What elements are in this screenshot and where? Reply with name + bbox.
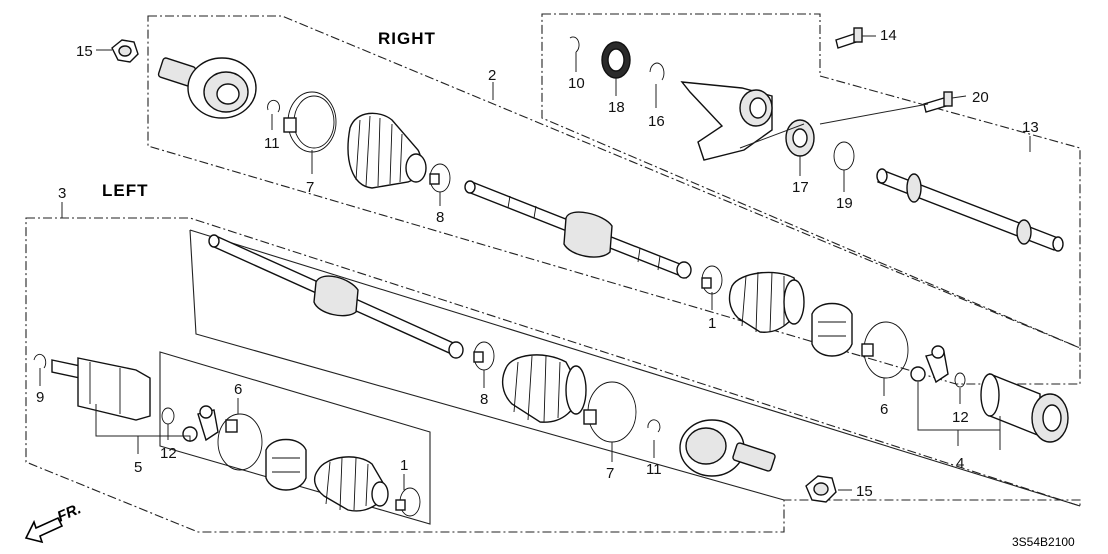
- callout-1-right: 1: [708, 315, 716, 332]
- bearing-17: [785, 119, 815, 157]
- group-outlines: [25, 13, 1081, 533]
- left-outer-cv-joint: [679, 419, 776, 477]
- callout-14: 14: [880, 27, 897, 44]
- intermediate-shaft-outline: [541, 13, 1081, 349]
- snap-ring-16: [649, 62, 665, 81]
- boot-band-small-right: [429, 163, 451, 193]
- callout-7-right: 7: [306, 179, 314, 196]
- axle-nut-bottom: [805, 475, 837, 503]
- callout-17: 17: [792, 179, 809, 196]
- heading-left: LEFT: [102, 181, 149, 200]
- callout-8-left: 8: [480, 391, 488, 408]
- boot-band-small-left: [473, 341, 495, 371]
- right-halfshaft: [464, 180, 692, 279]
- circlip-11-left: [647, 419, 661, 433]
- heading-right: RIGHT: [378, 29, 436, 48]
- boot-band-large-left: [583, 381, 637, 443]
- dynamic-damper-left: [265, 438, 307, 491]
- boot-band-large-inner-right: [861, 321, 909, 379]
- boot-band-small-inner-right: [701, 265, 723, 295]
- circlip-12-left: [161, 407, 175, 425]
- circlip-19: [833, 141, 855, 171]
- leader-lines: [39, 35, 1031, 491]
- callout-labels: 15 11 7 8 2 1 6 12 4 13 10 18 16 14 20 1…: [36, 27, 1039, 500]
- callout-13: 13: [1022, 119, 1039, 136]
- callout-7-left: 7: [606, 465, 614, 482]
- circlip-9: [33, 353, 47, 369]
- spider-right: [910, 345, 949, 384]
- callout-2: 2: [488, 67, 496, 84]
- diagram-code: 3S54B2100: [1012, 535, 1075, 549]
- callout-19: 19: [836, 195, 853, 212]
- inner-cv-housing-right: [980, 372, 1069, 443]
- bearing-support: [680, 81, 773, 161]
- front-arrow-icon: FR.: [24, 500, 84, 544]
- callout-6-right: 6: [880, 401, 888, 418]
- left-boot-kit-box: [159, 351, 431, 525]
- boot-band-large-inner-left: [217, 413, 263, 471]
- callout-11-right: 11: [264, 135, 280, 152]
- callout-12-left: 12: [160, 445, 177, 462]
- callout-5: 5: [134, 459, 142, 476]
- left-shaft-box: [189, 229, 1081, 507]
- dynamic-damper-right: [811, 302, 853, 357]
- front-marker-text: FR.: [55, 500, 84, 525]
- callout-15-bottom: 15: [856, 483, 873, 500]
- inner-boot-left: [313, 456, 389, 512]
- flange-bolt-14: [835, 27, 863, 49]
- intermediate-shaft: [876, 168, 1064, 252]
- dust-seal-18: [601, 41, 631, 79]
- flange-bolt-20: [923, 91, 953, 113]
- left-halfshaft: [208, 234, 464, 359]
- axle-nut-top: [111, 39, 139, 63]
- outer-boot-left: [501, 354, 587, 423]
- callout-12-right: 12: [952, 409, 969, 426]
- boot-band-small-inner-left: [395, 487, 421, 517]
- callout-3: 3: [58, 185, 66, 202]
- spider-left: [182, 405, 219, 442]
- callout-8-right: 8: [436, 209, 444, 226]
- circlip-10: [569, 36, 580, 53]
- callout-15-top: 15: [76, 43, 93, 60]
- inner-boot-right: [728, 271, 805, 333]
- callout-6-left: 6: [234, 381, 242, 398]
- callout-10: 10: [568, 75, 585, 92]
- callout-11-left: 11: [646, 461, 662, 478]
- callout-9: 9: [36, 389, 44, 406]
- callout-4: 4: [956, 455, 964, 472]
- boot-band-large-right: [283, 91, 337, 153]
- inner-cv-housing-left: [51, 357, 151, 421]
- right-outer-cv-joint: [157, 57, 257, 119]
- callout-16: 16: [648, 113, 665, 130]
- callout-1-left: 1: [400, 457, 408, 474]
- callout-20: 20: [972, 89, 989, 106]
- circlip-right: [267, 99, 280, 113]
- outer-boot-right: [347, 112, 427, 189]
- circlip-12-right: [954, 372, 966, 388]
- callout-18: 18: [608, 99, 625, 116]
